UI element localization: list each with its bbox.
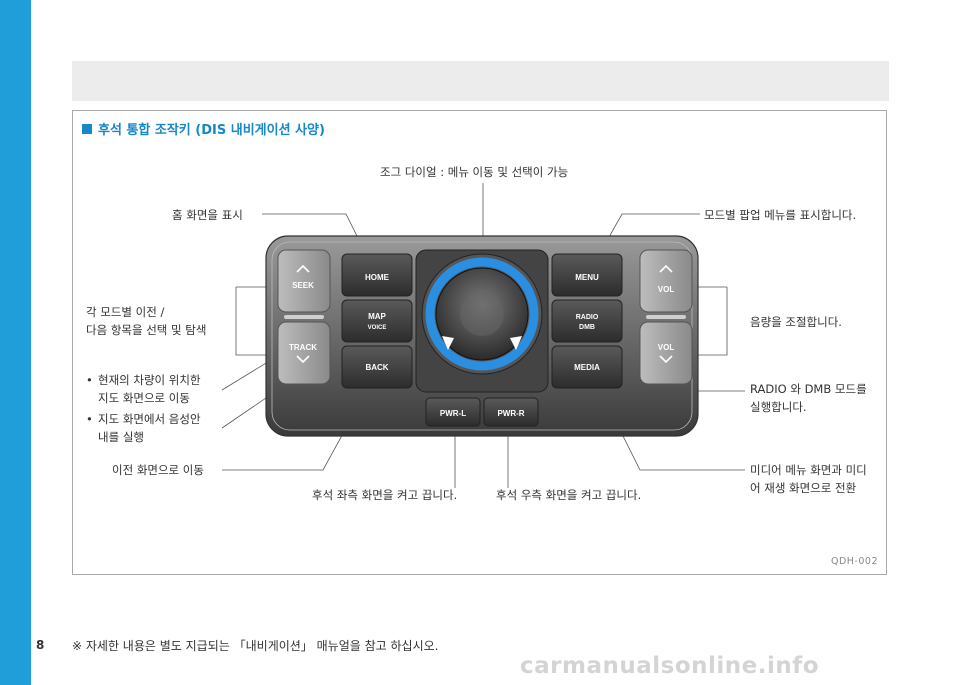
header-band (72, 61, 889, 101)
pwr-r-key[interactable]: PWR-R (483, 397, 539, 427)
pwr-r-label: PWR-R (497, 409, 524, 418)
back-key-label: BACK (365, 363, 388, 372)
page-edge-bar (0, 0, 31, 685)
jog-dial[interactable] (415, 249, 549, 393)
seek-key[interactable]: SEEK (277, 249, 331, 313)
pwr-l-key[interactable]: PWR-L (425, 397, 481, 427)
figure-code: QDH-002 (831, 556, 878, 567)
seek-key-label: SEEK (292, 281, 314, 290)
volume-up-key[interactable]: VOL (639, 249, 693, 313)
track-key-label: TRACK (289, 343, 317, 352)
media-key[interactable]: MEDIA (551, 345, 623, 389)
chevron-down-icon (659, 355, 673, 364)
dmb-key-label: DMB (579, 324, 595, 331)
voice-callout-line1: 지도 화면에서 음성안 (98, 412, 201, 426)
home-key[interactable]: HOME (341, 253, 413, 297)
volume-down-key[interactable]: VOL (639, 321, 693, 385)
media-callout-line1: 미디어 메뉴 화면과 미디 (750, 463, 867, 477)
home-callout: 홈 화면을 표시 (172, 208, 243, 222)
watermark-text: carmanualsonline.info (520, 653, 820, 679)
rotate-right-arrow-icon (510, 336, 522, 350)
seek-track-callout-line2: 다음 항목을 선택 및 탐색 (86, 323, 207, 337)
pwr-l-label: PWR-L (440, 409, 466, 418)
voice-callout-line2: 내를 실행 (98, 430, 144, 444)
chevron-down-icon (296, 355, 310, 364)
volume-callout: 음량을 조절합니다. (750, 315, 842, 329)
jog-dial-callout: 조그 다이얼 : 메뉴 이동 및 선택이 가능 (380, 165, 569, 179)
volume-up-label: VOL (658, 285, 675, 294)
home-key-label: HOME (365, 273, 390, 282)
seek-track-callout-line1: 각 모드별 이전 / (86, 305, 165, 319)
back-callout: 이전 화면으로 이동 (112, 463, 204, 477)
pwr-r-callout: 후석 우측 화면을 켜고 끕니다. (496, 488, 642, 502)
rotate-left-arrow-icon (442, 336, 454, 350)
section-title-text: 후석 통합 조작키 (DIS 내비게이션 사양) (98, 123, 325, 138)
radio-key-label: RADIO (576, 314, 599, 321)
radio-dmb-key[interactable]: RADIO DMB (551, 299, 623, 343)
back-key[interactable]: BACK (341, 345, 413, 389)
square-bullet-icon (82, 123, 92, 134)
radio-dmb-callout-line2: 실행합니다. (750, 400, 807, 414)
voice-callout-bullet: • (86, 412, 93, 426)
map-callout-bullet: • (86, 373, 93, 387)
map-callout-line1: 현재의 차량이 위치한 (98, 373, 201, 387)
media-key-label: MEDIA (574, 363, 600, 372)
pwr-l-callout: 후석 좌측 화면을 켜고 끕니다. (312, 488, 458, 502)
track-key[interactable]: TRACK (277, 321, 331, 385)
footnote: ※ 자세한 내용은 별도 지급되는 「내비게이션」 매뉴얼을 참고 하십시오. (72, 639, 439, 653)
volume-down-label: VOL (658, 343, 675, 352)
chevron-up-icon (659, 264, 673, 273)
media-callout-line2: 어 재생 화면으로 전환 (750, 481, 857, 495)
section-title: 후석 통합 조작키 (DIS 내비게이션 사양) (82, 119, 325, 138)
voice-key-label: VOICE (368, 325, 387, 331)
page-number: 8 (36, 638, 45, 652)
chevron-up-icon (296, 264, 310, 273)
radio-dmb-callout-line1: RADIO 와 DMB 모드를 (750, 382, 867, 396)
menu-key-label: MENU (575, 273, 599, 282)
map-voice-key[interactable]: MAP VOICE (341, 299, 413, 343)
menu-key[interactable]: MENU (551, 253, 623, 297)
map-key-label: MAP (368, 312, 386, 321)
mode-popup-callout: 모드별 팝업 메뉴를 표시합니다. (704, 208, 857, 222)
figure-panel (72, 110, 887, 575)
map-callout-line2: 지도 화면으로 이동 (98, 391, 190, 405)
